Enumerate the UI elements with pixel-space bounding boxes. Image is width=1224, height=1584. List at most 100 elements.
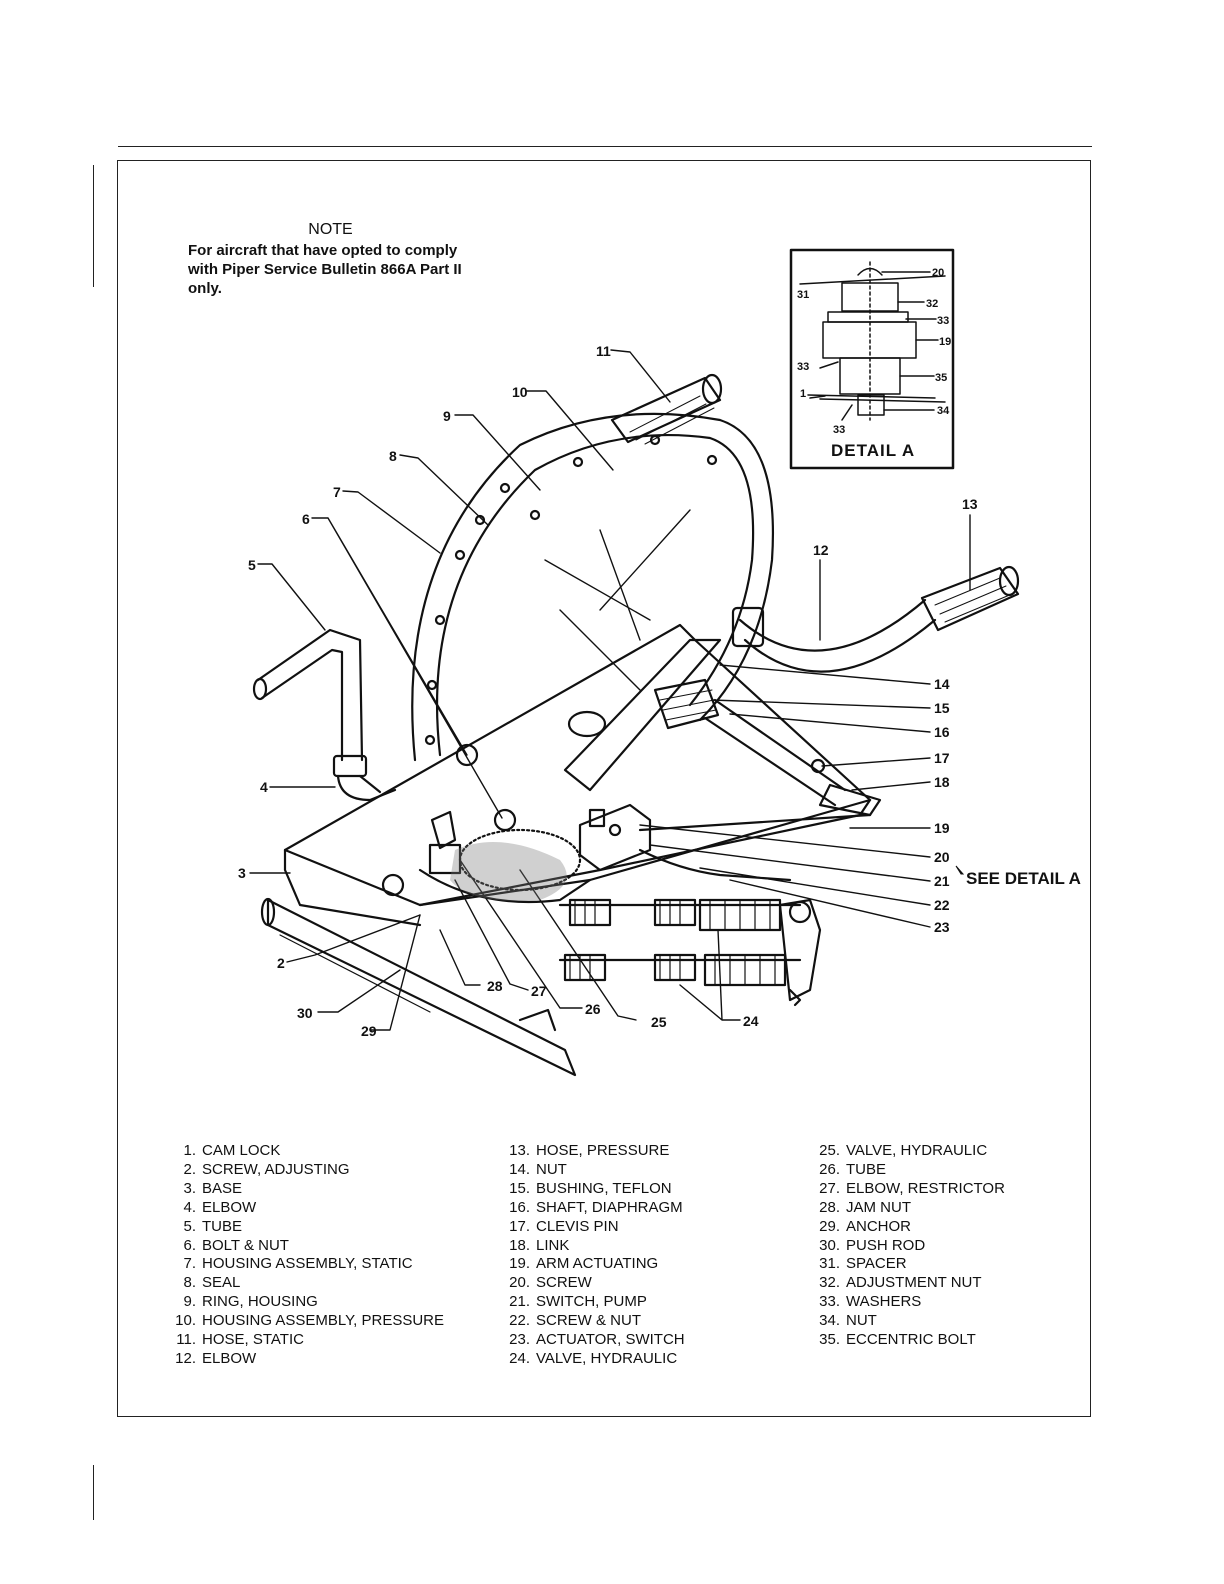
detail-a-labels: 20 31 32 33 19 33 35 1 34 33 DETAIL A xyxy=(797,267,951,460)
legend-item: 2.SCREW, ADJUSTING xyxy=(168,1161,444,1180)
legend-item: 25.VALVE, HYDRAULIC xyxy=(812,1142,1005,1161)
legend-item-label: CAM LOCK xyxy=(202,1142,281,1159)
callout-25: 25 xyxy=(651,1014,667,1030)
legend-item: 15.BUSHING, TEFLON xyxy=(502,1180,685,1199)
legend-item-label: SHAFT, DIAPHRAGM xyxy=(536,1198,683,1216)
leader-lines xyxy=(249,349,971,1031)
legend-item-label: WASHERS xyxy=(846,1293,922,1311)
callout-9: 9 xyxy=(443,408,451,424)
legend-item-number: 20. xyxy=(509,1274,530,1292)
legend-item-number: 31. xyxy=(819,1255,840,1273)
callout-12: 12 xyxy=(813,542,829,558)
housing-assembly xyxy=(411,412,774,762)
legend-item-number: 32. xyxy=(819,1274,840,1292)
note-block: NOTE For aircraft that have opted to com… xyxy=(188,220,488,298)
legend-item-label: HOUSING ASSEMBLY, STATIC xyxy=(202,1255,413,1273)
callout-22: 22 xyxy=(934,897,950,913)
legend-item-label: ELBOW, RESTRICTOR xyxy=(846,1179,1005,1197)
legend-item: 27.ELBOW, RESTRICTOR xyxy=(812,1180,1005,1199)
legend-item-label: TUBE xyxy=(846,1160,887,1178)
legend-item-label: SPACER xyxy=(846,1255,907,1273)
margin-bar-bottom xyxy=(93,1465,94,1520)
legend-item-number: 17. xyxy=(509,1217,530,1235)
legend-item-label: NUT xyxy=(846,1312,877,1330)
callout-16: 16 xyxy=(934,724,950,740)
legend-item-label: SCREW xyxy=(536,1274,592,1292)
legend-item-label: HOUSING ASSEMBLY, PRESSURE xyxy=(202,1312,445,1330)
detail-label: 34 xyxy=(937,405,950,417)
legend-item-label: VALVE, HYDRAULIC xyxy=(846,1142,988,1159)
legend-item-number: 33. xyxy=(819,1293,840,1311)
legend-item: 11.HOSE, STATIC xyxy=(168,1331,444,1350)
legend-item: 1. CAM LOCK xyxy=(168,1142,444,1161)
legend-item-label: VALVE, HYDRAULIC xyxy=(536,1349,678,1367)
top-rule xyxy=(118,146,1092,147)
valve-shading xyxy=(450,842,567,901)
legend-item-label: ELBOW xyxy=(202,1349,257,1367)
pump-switch xyxy=(578,803,792,882)
legend-item-label: PUSH ROD xyxy=(846,1236,926,1254)
legend-item: 19.ARM ACTUATING xyxy=(502,1255,685,1274)
callout-6: 6 xyxy=(302,511,310,527)
legend-item-label: BUSHING, TEFLON xyxy=(536,1179,672,1197)
legend-item-number: 8. xyxy=(183,1274,196,1292)
legend-item-number: 7. xyxy=(183,1255,196,1273)
legend-item-label: BOLT & NUT xyxy=(202,1236,289,1254)
callout-2: 2 xyxy=(277,955,285,971)
legend-item: 26. TUBE xyxy=(812,1161,1005,1180)
legend-item: 21. SWITCH, PUMP xyxy=(502,1293,685,1312)
legend-item-label: JAM NUT xyxy=(846,1198,911,1216)
callout-14: 14 xyxy=(934,676,950,692)
legend-item: 23.ACTUATOR, SWITCH xyxy=(502,1331,684,1350)
callout-7: 7 xyxy=(333,484,341,500)
legend-item-label: SWITCH, PUMP xyxy=(536,1293,647,1311)
callout-3: 3 xyxy=(238,865,246,881)
legend-item-number: 16. xyxy=(509,1198,530,1216)
static-hose xyxy=(610,373,723,445)
legend-item-label: TUBE xyxy=(202,1217,243,1235)
detail-label: 33 xyxy=(833,424,845,436)
legend-item-number: 24. xyxy=(509,1349,530,1367)
callout-26: 26 xyxy=(585,1001,601,1017)
legend-item: 17.CLEVIS PIN xyxy=(502,1218,685,1237)
legend-item: 14.NUT xyxy=(502,1161,685,1180)
legend-item-number: 12. xyxy=(175,1349,196,1367)
legend-item-label: ELBOW xyxy=(202,1198,257,1216)
legend-item-number: 26. xyxy=(819,1160,840,1178)
callout-numbers: 11 10 9 8 7 6 5 4 3 2 30 29 28 27 26 25 … xyxy=(238,343,1081,1039)
figure-frame xyxy=(117,160,1091,1417)
legend-item: 20. SCREW xyxy=(502,1274,685,1293)
legend-item-number: 9. xyxy=(183,1293,196,1311)
callout-4: 4 xyxy=(260,779,268,795)
callout-24: 24 xyxy=(743,1013,759,1029)
legend-item-number: 28. xyxy=(819,1198,840,1216)
legend-item-number: 23. xyxy=(509,1331,530,1349)
legend-item: 16. SHAFT, DIAPHRAGM xyxy=(502,1199,685,1218)
legend-item-number: 14. xyxy=(509,1160,530,1178)
callout-30: 30 xyxy=(297,1005,313,1021)
detail-label: 33 xyxy=(937,315,949,327)
legend-item-label: HOSE, STATIC xyxy=(202,1331,304,1349)
detail-label: 1 xyxy=(800,388,806,400)
legend-item: 30.PUSH ROD xyxy=(812,1237,1005,1256)
legend-item-number: 19. xyxy=(509,1255,530,1273)
legend-item-number: 6. xyxy=(183,1236,196,1254)
base-plate xyxy=(283,623,872,927)
see-detail-a: SEE DETAIL A xyxy=(966,869,1081,888)
callout-8: 8 xyxy=(389,448,397,464)
legend-item: 35.ECCENTRIC BOLT xyxy=(812,1331,1005,1350)
margin-bar-top xyxy=(93,165,94,287)
legend-item: 24. VALVE, HYDRAULIC xyxy=(502,1350,685,1369)
legend-item-number: 1. xyxy=(183,1142,196,1159)
detail-a-title: DETAIL A xyxy=(831,441,915,460)
legend-item: 8.SEAL xyxy=(168,1274,444,1293)
note-text: For aircraft that have opted to comply w… xyxy=(188,242,462,297)
legend-item: 4.ELBOW xyxy=(168,1199,444,1218)
detail-label: 32 xyxy=(926,298,938,310)
callout-20: 20 xyxy=(934,849,950,865)
callout-18: 18 xyxy=(934,774,950,790)
legend-item-number: 21. xyxy=(509,1293,530,1311)
